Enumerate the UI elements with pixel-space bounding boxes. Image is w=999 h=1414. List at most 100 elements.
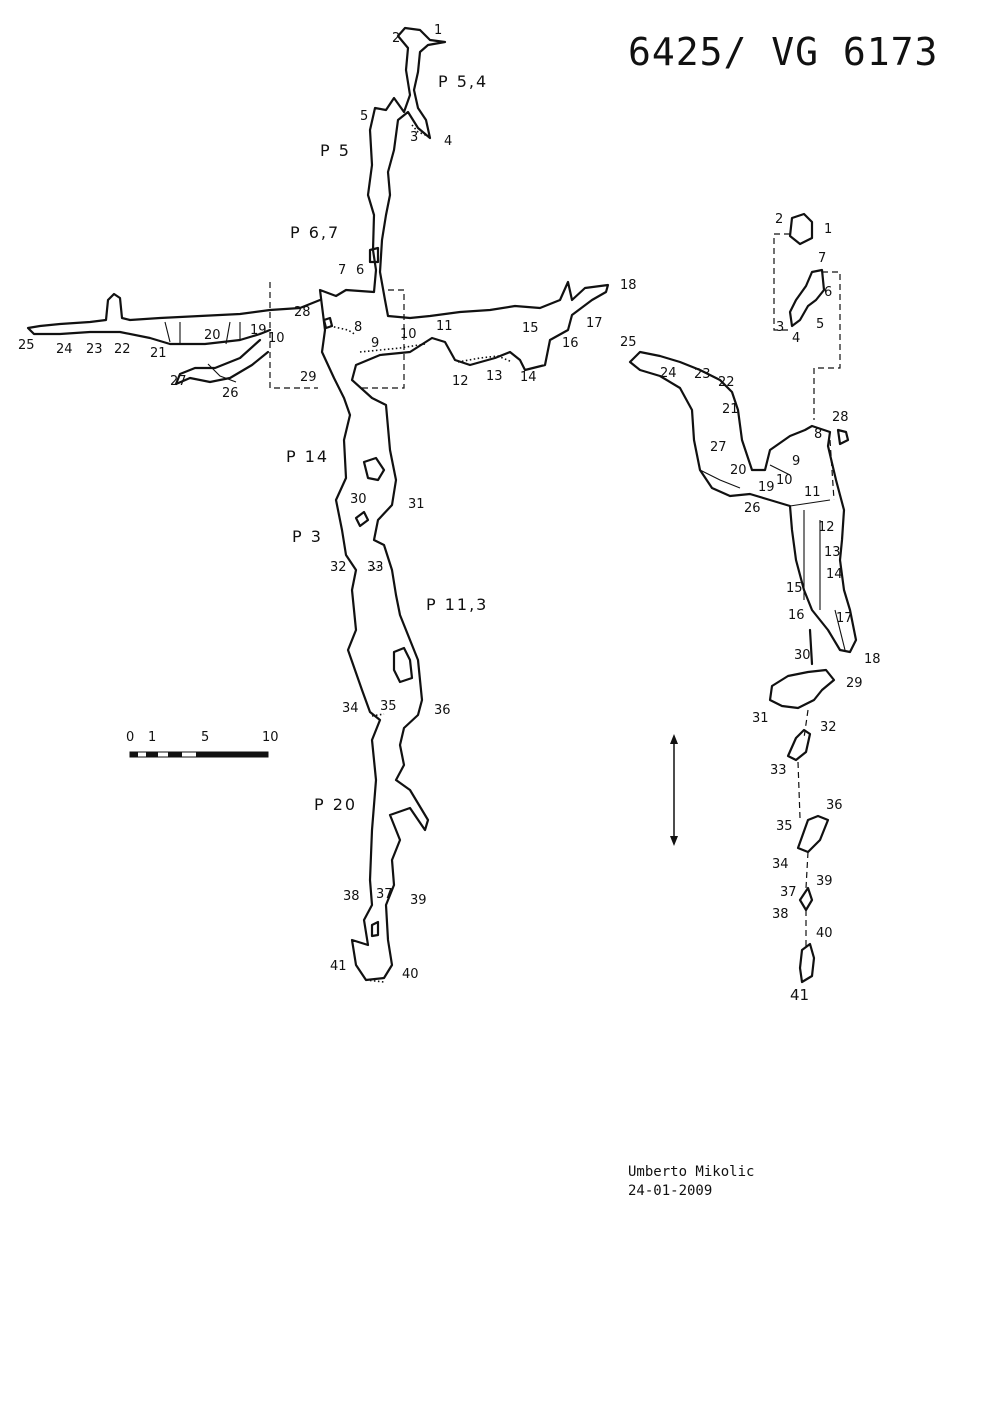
station-label: 13 (824, 545, 841, 560)
station-label: 11 (436, 319, 453, 334)
station-label: 19 (250, 323, 267, 338)
station-label: 29 (300, 370, 317, 385)
station-label: 30 (794, 648, 811, 663)
station-label: 39 (816, 874, 833, 889)
station-label: 10 (776, 473, 793, 488)
station-label: 14 (826, 567, 843, 582)
station-label: 26 (222, 386, 239, 401)
station-label: 13 (486, 369, 503, 384)
station-label: 24 (56, 342, 73, 357)
plan-view (628, 212, 858, 984)
station-label: 22 (718, 375, 735, 390)
station-label: 2 (775, 212, 783, 227)
station-label: 33 (367, 560, 384, 575)
station-label: 41 (790, 986, 809, 1004)
station-label: 27 (170, 374, 187, 389)
station-label: 18 (864, 652, 881, 667)
station-label: 4 (444, 134, 452, 149)
station-label: 24 (660, 366, 677, 381)
station-label: 12 (452, 374, 469, 389)
station-label: 3 (776, 320, 784, 335)
station-label: 26 (744, 501, 761, 516)
station-label: 12 (818, 520, 835, 535)
cave-register-title: 6425/ VG 6173 (628, 30, 939, 74)
station-label: 35 (776, 819, 793, 834)
station-label: 10 (400, 327, 417, 342)
scale-bar: 0 1 5 10 (126, 730, 279, 758)
station-label: 31 (408, 497, 425, 512)
station-label: 14 (520, 370, 537, 385)
station-label: 15 (786, 581, 803, 596)
station-label: 23 (86, 342, 103, 357)
station-label: 40 (816, 926, 833, 941)
station-label: 17 (586, 316, 603, 331)
station-label: 16 (562, 336, 579, 351)
station-label: 20 (730, 463, 747, 478)
station-label: 21 (722, 402, 739, 417)
station-label: 35 (380, 699, 397, 714)
station-label: 37 (780, 885, 797, 900)
station-label: 36 (826, 798, 843, 813)
station-label: 5 (816, 317, 824, 332)
station-label: 8 (814, 427, 822, 442)
station-label: 25 (620, 335, 637, 350)
north-arrow (670, 734, 678, 846)
scale-tick-0: 0 (126, 730, 134, 745)
survey-date: 24-01-2009 (628, 1183, 713, 1199)
station-label: 31 (752, 711, 769, 726)
station-label: 6 (356, 263, 364, 278)
station-label: 39 (410, 893, 427, 908)
station-label: 15 (522, 321, 539, 336)
station-label: 1 (824, 222, 832, 237)
author-block: Umberto Mikolic 24-01-2009 (628, 1163, 754, 1201)
pitch-label: P 5,4 (438, 72, 488, 91)
station-label: 8 (354, 320, 362, 335)
station-label: 21 (150, 346, 167, 361)
station-label: 34 (342, 701, 359, 716)
station-label: 32 (820, 720, 837, 735)
section-view (26, 26, 610, 983)
station-label: 20 (204, 328, 221, 343)
station-label: 7 (338, 263, 346, 278)
station-label: 10 (268, 331, 285, 346)
station-label: 27 (710, 440, 727, 455)
station-label: 33 (770, 763, 787, 778)
station-label: 17 (836, 611, 853, 626)
station-label: 22 (114, 342, 131, 357)
station-label: 37 (376, 887, 393, 902)
station-label: 7 (818, 251, 826, 266)
pitch-label: P 5 (320, 141, 351, 160)
station-label: 29 (846, 676, 863, 691)
pitch-label: P 11,3 (426, 595, 488, 614)
station-label: 16 (788, 608, 805, 623)
plan-stations: 1 2 3 4 5 6 7 8 9 10 11 12 13 14 15 16 1… (620, 212, 881, 1004)
station-label: 6 (824, 285, 832, 300)
section-stations: 1 2 3 4 5 6 7 8 9 10 11 12 13 14 15 16 1… (18, 23, 637, 982)
station-label: 1 (434, 23, 442, 38)
station-label: 5 (360, 109, 368, 124)
station-label: 28 (294, 305, 311, 320)
station-label: 32 (330, 560, 347, 575)
author-name: Umberto Mikolic (628, 1164, 755, 1180)
pitch-label: P 6,7 (290, 223, 340, 242)
station-label: 38 (772, 907, 789, 922)
station-label: 36 (434, 703, 451, 718)
pitch-label: P 20 (314, 795, 357, 814)
scale-tick-10: 10 (262, 730, 279, 745)
station-label: 9 (792, 454, 800, 469)
station-label: 25 (18, 338, 35, 353)
station-label: 38 (343, 889, 360, 904)
station-label: 34 (772, 857, 789, 872)
station-label: 3 (410, 130, 418, 145)
pitch-label: P 3 (292, 527, 323, 546)
station-label: 2 (392, 31, 400, 46)
pitch-labels: P 5,4 P 5 P 6,7 P 14 P 3 P 11,3 P 20 (286, 72, 488, 814)
station-label: 30 (350, 492, 367, 507)
station-label: 28 (832, 410, 849, 425)
pitch-label: P 14 (286, 447, 329, 466)
station-label: 40 (402, 967, 419, 982)
scale-tick-5: 5 (201, 730, 209, 745)
station-label: 4 (792, 331, 800, 346)
